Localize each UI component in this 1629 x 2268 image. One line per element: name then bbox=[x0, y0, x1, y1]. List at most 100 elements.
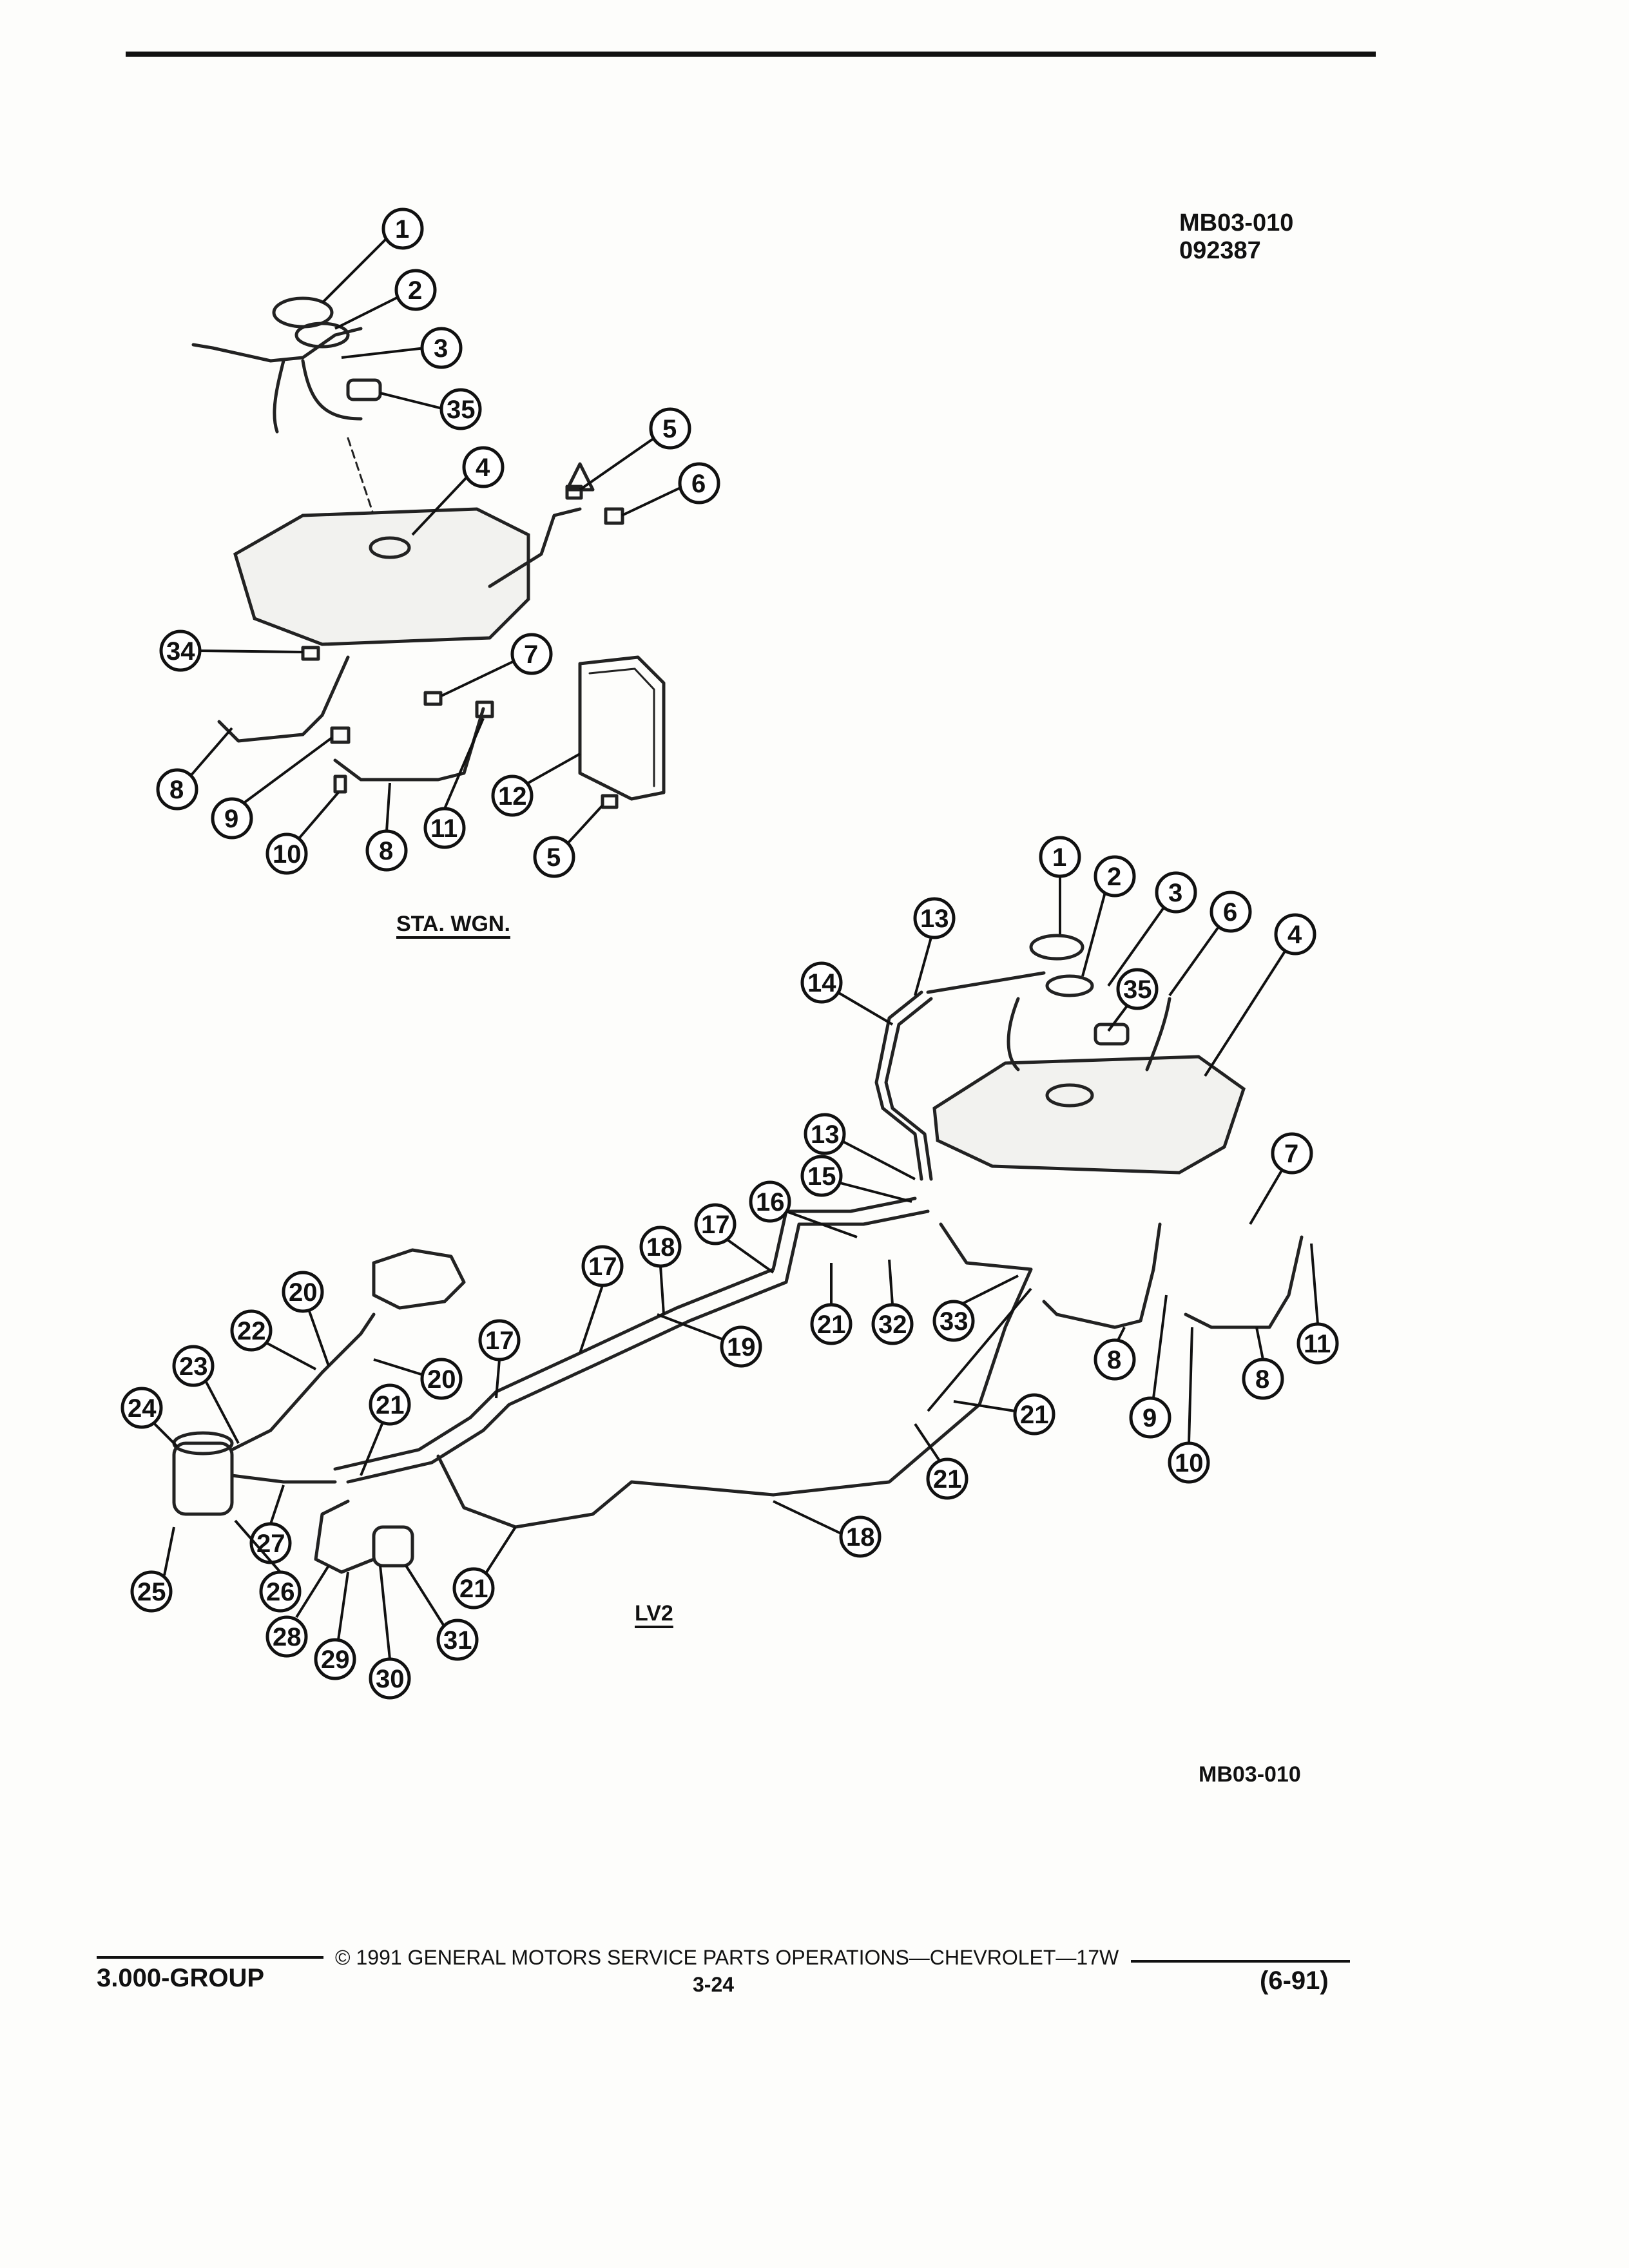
callout-18-bottom-lower bbox=[926, 1457, 969, 1500]
svg-text:13: 13 bbox=[811, 1120, 840, 1149]
callout-17-bottom-left bbox=[478, 1319, 521, 1361]
callout-22-bottom bbox=[230, 1309, 273, 1352]
svg-text:8: 8 bbox=[1107, 1346, 1121, 1374]
bolt-34 bbox=[301, 646, 320, 661]
svg-text:7: 7 bbox=[1284, 1140, 1298, 1168]
svg-text:21: 21 bbox=[459, 1575, 488, 1603]
station-wagon-assembly bbox=[191, 296, 666, 809]
svg-text:11: 11 bbox=[430, 814, 458, 843]
purge-hose bbox=[230, 1474, 337, 1484]
evap-canister bbox=[172, 1441, 234, 1516]
fuel-lines-upper-2 bbox=[884, 997, 933, 1181]
clip-6 bbox=[604, 507, 624, 525]
svg-text:2: 2 bbox=[408, 276, 422, 305]
callout-7-top bbox=[510, 633, 553, 675]
callout-13-bottom-upper bbox=[913, 897, 956, 939]
callout-20-bottom-upper bbox=[282, 1271, 324, 1313]
nut-11 bbox=[475, 700, 494, 718]
callout-6-bottom bbox=[1210, 890, 1252, 933]
callout-2-top bbox=[394, 269, 437, 311]
callout-33-bottom bbox=[871, 1303, 914, 1345]
callout-9-bottom bbox=[1129, 1396, 1171, 1439]
clip-5-upper bbox=[565, 485, 583, 500]
section-label-sta-wgn: STA. WGN. bbox=[396, 912, 510, 936]
fuel-lines-upper bbox=[874, 990, 923, 1181]
callout-3-top bbox=[420, 327, 463, 369]
callout-32-bottom bbox=[810, 1303, 853, 1345]
callout-4-top bbox=[462, 446, 505, 488]
top-rule bbox=[126, 52, 1376, 57]
tank-strap-left bbox=[217, 655, 350, 743]
callout-21-bottom-lower-right bbox=[839, 1515, 882, 1558]
svg-text:20: 20 bbox=[289, 1278, 318, 1307]
svg-text:5: 5 bbox=[546, 843, 561, 872]
fuel-line-main-2 bbox=[346, 1209, 930, 1484]
fuel-tank-lv2 bbox=[932, 1055, 1246, 1175]
callout-11-top bbox=[423, 807, 466, 849]
svg-text:8: 8 bbox=[169, 776, 184, 804]
callout-2-bottom bbox=[1094, 855, 1136, 898]
fuel-sender-wires bbox=[273, 359, 363, 434]
fuel-line-lower bbox=[436, 1222, 1033, 1529]
callout-15-bottom bbox=[800, 1155, 843, 1197]
svg-text:18: 18 bbox=[846, 1523, 875, 1552]
sender-guide-line bbox=[347, 437, 388, 555]
callout-12-top bbox=[491, 774, 534, 817]
callout-26-bottom bbox=[259, 1570, 302, 1613]
callout-13-bottom-lower bbox=[804, 1113, 846, 1155]
footer-page-number: 3-24 bbox=[693, 1973, 735, 1996]
callout-8-top-right bbox=[365, 829, 408, 872]
svg-text:8: 8 bbox=[379, 837, 393, 865]
throttle-body bbox=[372, 1248, 466, 1310]
svg-text:9: 9 bbox=[224, 805, 238, 833]
callout-24-bottom bbox=[120, 1387, 163, 1429]
svg-text:28: 28 bbox=[273, 1623, 302, 1651]
svg-text:25: 25 bbox=[137, 1578, 166, 1606]
header-code: MB03-010 bbox=[1179, 209, 1294, 236]
svg-text:10: 10 bbox=[273, 840, 302, 869]
lv2-assembly bbox=[172, 934, 1304, 1574]
callout-4-bottom bbox=[1274, 913, 1316, 956]
svg-text:3: 3 bbox=[434, 334, 448, 363]
svg-text:17: 17 bbox=[588, 1253, 617, 1281]
footer-copyright: © 1991 GENERAL MOTORS SERVICE PARTS OPER… bbox=[335, 1946, 1119, 1969]
callout-25-bottom bbox=[130, 1570, 173, 1613]
svg-text:9: 9 bbox=[1142, 1404, 1157, 1432]
callout-8-top-left bbox=[156, 768, 198, 811]
svg-text:27: 27 bbox=[256, 1530, 285, 1558]
svg-text:12: 12 bbox=[498, 782, 527, 811]
svg-text:6: 6 bbox=[691, 470, 706, 498]
footer-ref-code: MB03-010 bbox=[1199, 1762, 1301, 1787]
callout-11-bottom bbox=[1296, 1322, 1339, 1365]
svg-text:8: 8 bbox=[1255, 1365, 1269, 1394]
callout-17-bottom-middle bbox=[581, 1245, 624, 1287]
svg-text:32: 32 bbox=[878, 1311, 907, 1339]
svg-text:21: 21 bbox=[1020, 1401, 1049, 1429]
svg-text:34: 34 bbox=[166, 637, 195, 666]
svg-text:35: 35 bbox=[447, 396, 476, 424]
callout-1-top bbox=[381, 207, 424, 250]
svg-text:3: 3 bbox=[1168, 879, 1182, 907]
header-date-code: 092387 bbox=[1179, 237, 1261, 264]
svg-text:21: 21 bbox=[817, 1311, 846, 1339]
fuel-line-main bbox=[333, 1196, 917, 1471]
fuel-sender-arm bbox=[191, 327, 363, 363]
section-label-lv2: LV2 bbox=[635, 1601, 673, 1626]
svg-text:4: 4 bbox=[476, 454, 490, 482]
sender-seal bbox=[294, 322, 350, 349]
callout-23-bottom bbox=[172, 1345, 215, 1387]
callout-21-bottom-right bbox=[1013, 1393, 1055, 1436]
callout-6-top bbox=[678, 462, 720, 505]
callout-9-top bbox=[211, 797, 253, 840]
footer-rule-right bbox=[1131, 1960, 1350, 1963]
callouts: 1 2 3 35 4 5 6 34 7 8 9 10 8 bbox=[120, 207, 1339, 1700]
svg-text:4: 4 bbox=[1287, 921, 1302, 949]
callout-8-bottom-right bbox=[1242, 1358, 1284, 1400]
svg-text:1: 1 bbox=[395, 215, 409, 244]
clip-5-lower bbox=[601, 794, 619, 809]
svg-text:23: 23 bbox=[179, 1352, 208, 1381]
tank-lv2-opening bbox=[1045, 1083, 1094, 1108]
callout-10-bottom bbox=[1168, 1441, 1210, 1484]
